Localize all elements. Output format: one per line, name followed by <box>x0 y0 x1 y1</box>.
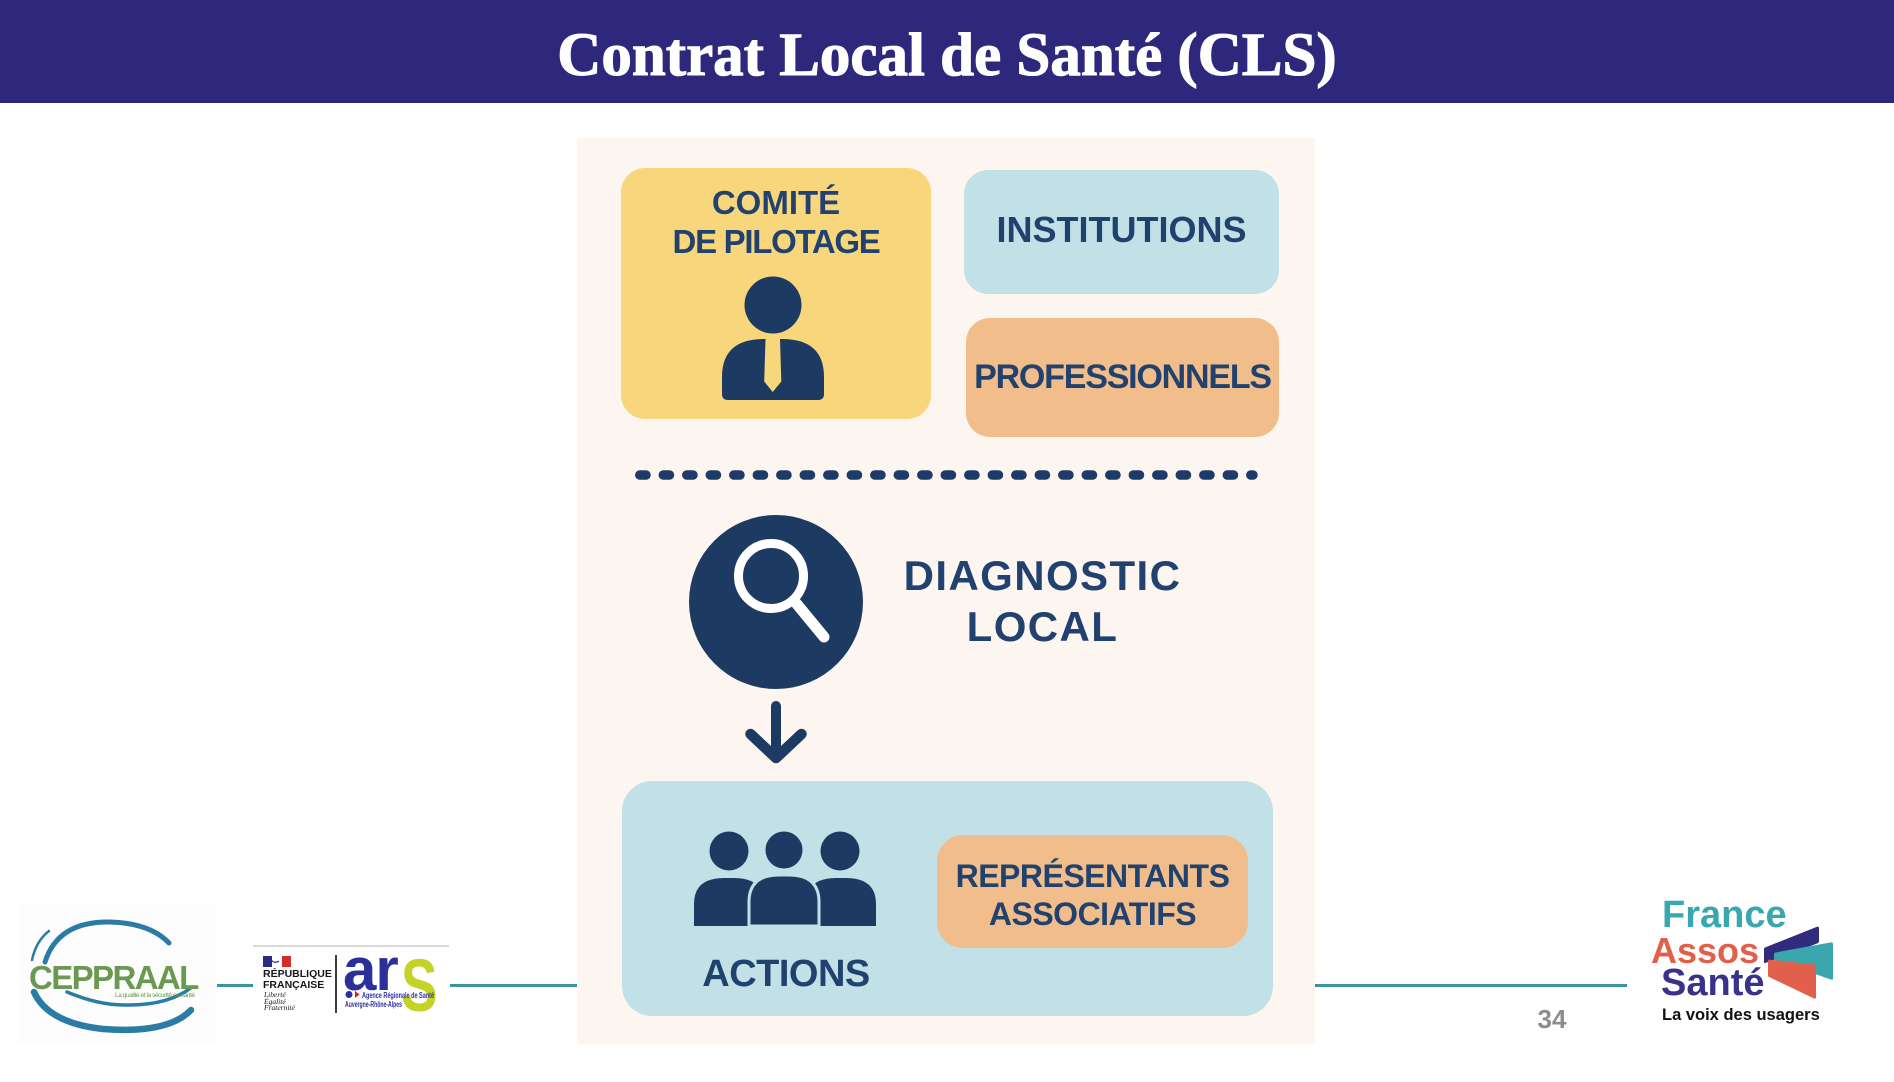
svg-text:Auvergne-Rhône-Alpes: Auvergne-Rhône-Alpes <box>345 1000 402 1009</box>
svg-text:La qualité et la sécurité en s: La qualité et la sécurité en santé <box>115 992 195 999</box>
svg-text:Agence Régionale de Santé: Agence Régionale de Santé <box>362 991 434 1000</box>
svg-text:CEPPRAAL: CEPPRAAL <box>29 959 199 996</box>
svg-text:S: S <box>401 950 438 1014</box>
